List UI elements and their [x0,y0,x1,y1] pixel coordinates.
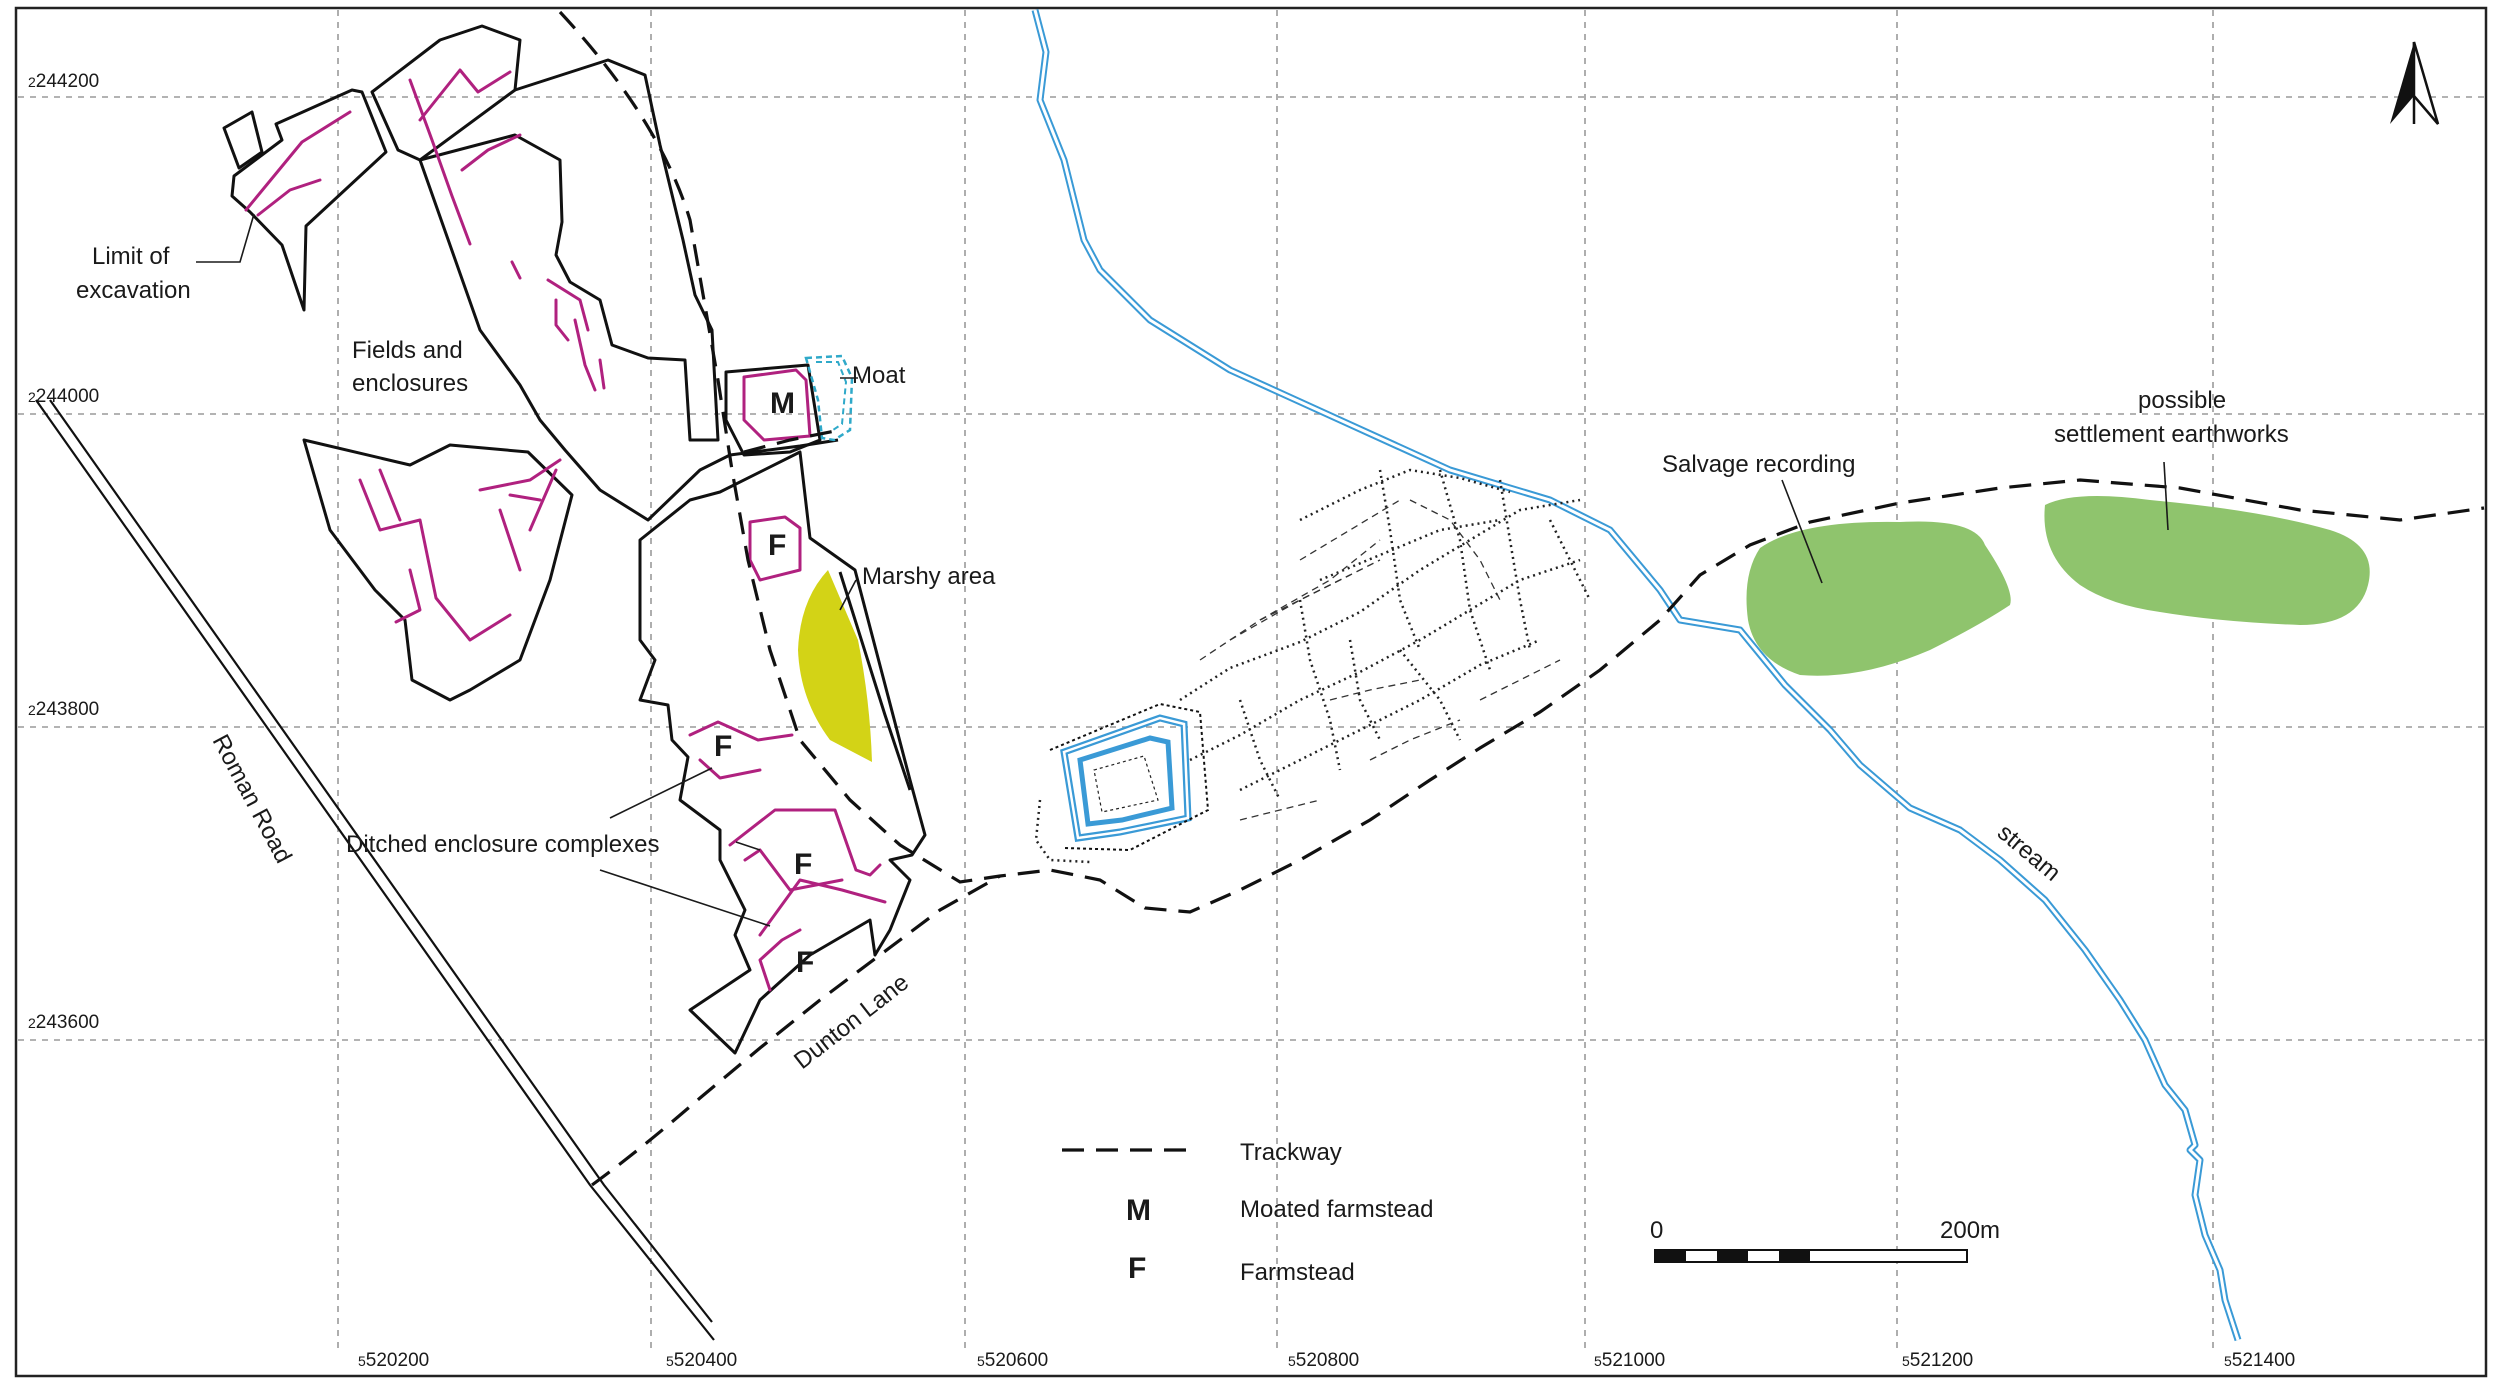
easting-label: 5521200 [1902,1350,1973,1371]
farmstead-code: F [796,946,814,979]
farmstead-code: F [768,529,786,562]
north-arrow-icon [2390,41,2440,125]
legend-trackway-label: Trackway [1240,1139,1342,1166]
map-frame [14,6,2488,1378]
leader-lines [196,213,2169,927]
limit-of-excavation-label: Limit of [92,243,170,270]
scale-bar: 0 200m [1650,1217,2000,1263]
dunton-lane-label: Dunton Lane [789,969,914,1075]
easting-label: 5520800 [1288,1350,1359,1371]
northing-label: 2243600 [28,1012,99,1033]
excavation-boundaries [222,24,927,1055]
northing-label: 2243800 [28,699,99,720]
easting-label: 5520400 [666,1350,737,1371]
settlement-earthworks [1179,468,1592,821]
grid-lines [18,10,2484,1352]
easting-label: 5521400 [2224,1350,2295,1371]
settlement-earthworks-area [2044,496,2370,625]
scale-end-label: 200m [1940,1217,2000,1244]
stream [1031,9,2242,1342]
fields-and-enclosures-label: enclosures [352,370,468,397]
moated-farmstead-code: M [770,387,795,420]
farmstead-code: F [714,730,732,763]
moat-outline-inner [816,361,848,433]
marshy-area-label: Marshy area [862,563,996,590]
legend-moated-symbol: M [1126,1194,1151,1227]
salvage-recording-label: Salvage recording [1662,451,1855,478]
limit-of-excavation-label: excavation [76,277,191,304]
legend-farmstead-label: Farmstead [1240,1259,1355,1286]
moated-site-earthwork [1034,702,1210,864]
grid-labels: 2244200 2244000 2243800 2243600 5520200 … [28,71,2295,1371]
ditches [244,68,887,992]
easting-label: 5520600 [977,1350,1048,1371]
settlement-earthworks-label: settlement earthworks [2054,421,2289,448]
northing-label: 2244200 [28,71,99,92]
legend-farmstead-symbol: F [1128,1252,1146,1285]
farmstead-code: F [794,848,812,881]
moat-label: Moat [852,362,906,389]
scale-start-label: 0 [1650,1217,1663,1244]
easting-label: 5520200 [358,1350,429,1371]
legend-moated-label: Moated farmstead [1240,1196,1433,1223]
ditched-enclosure-label: Ditched enclosure complexes [346,831,660,858]
salvage-recording-area [1746,521,2011,676]
settlement-earthworks-label: possible [2138,387,2226,414]
marshy-area [798,570,872,762]
easting-label: 5521000 [1594,1350,1665,1371]
roman-road [35,399,715,1341]
trackways [558,10,2485,1187]
stream-label: stream [1992,819,2066,887]
legend: Trackway M Moated farmstead F Farmstead [1062,1139,1433,1286]
fields-and-enclosures-label: Fields and [352,337,463,364]
moat-outline [804,354,854,442]
